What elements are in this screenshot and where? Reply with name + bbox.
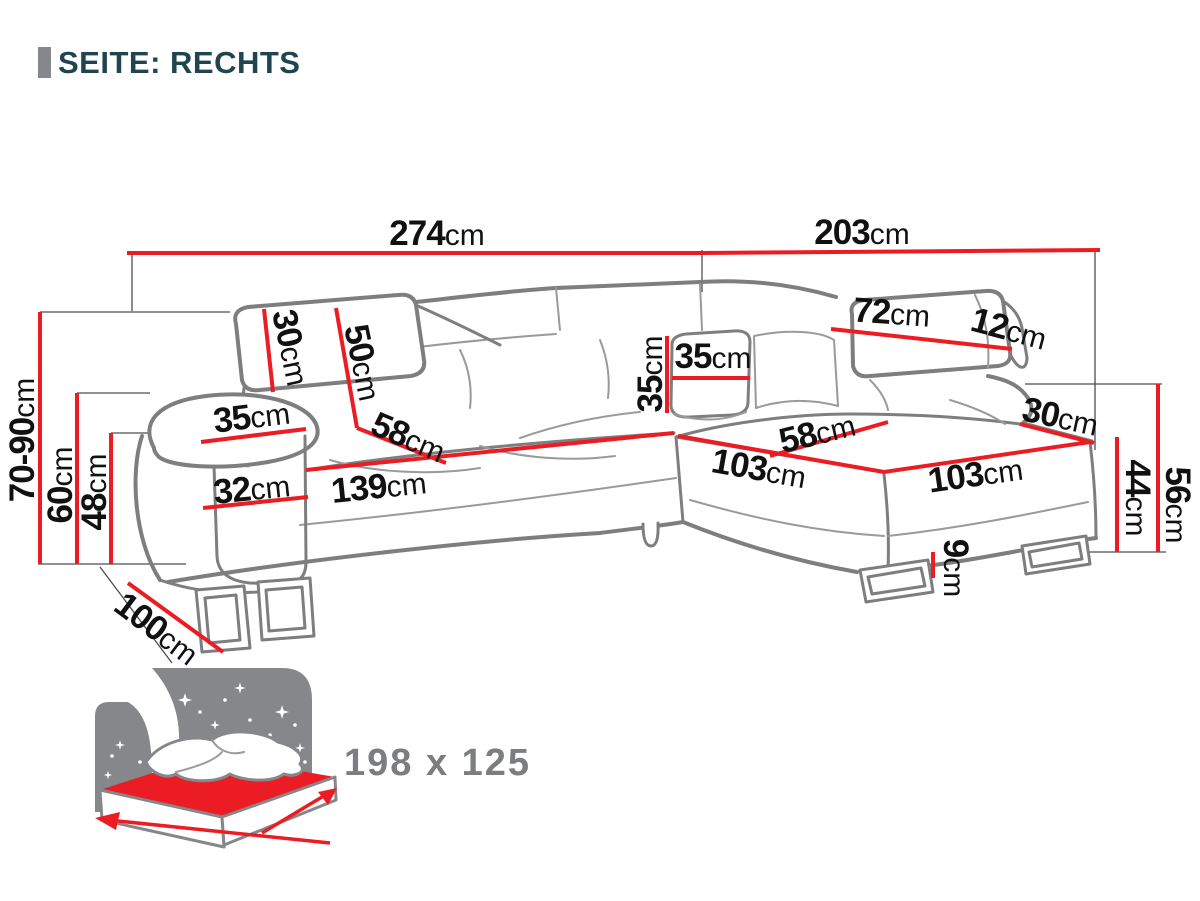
dim-line-armrest-top [200, 427, 307, 444]
page-title: SEITE: RECHTS [58, 45, 300, 80]
dim-line-seat-width-left [305, 431, 675, 472]
dim-label-armrest-side: 32cm [212, 465, 293, 512]
width-arrow-icon [261, 788, 337, 835]
dim-line-backrest-left [334, 307, 359, 429]
dim-label-back-edge-right: 30cm [1019, 390, 1102, 444]
dim-label-backrest-left: 50cm [336, 321, 390, 404]
dimension-lines [38, 248, 1160, 654]
bed-size-label: 198 x 125 [344, 742, 531, 784]
dim-line-depth-front [126, 581, 225, 654]
dimension-labels: 274cm 203cm 70-90cm 60cm 48cm 30cm 50cm … [3, 213, 1197, 672]
bed-icon [95, 730, 338, 849]
dim-label-headrest-right: 72cm [852, 290, 931, 334]
dim-label-seat-width-left: 139cm [329, 462, 428, 511]
dim-label-height-seat-right: 44cm [1118, 460, 1157, 537]
sleep-function-icon: 198 x 125 [95, 668, 531, 849]
dim-label-armrest-top: 35cm [211, 393, 292, 441]
page-header: SEITE: RECHTS [38, 45, 300, 80]
dim-label-height-back-right: 56cm [1158, 467, 1197, 544]
dim-label-leg-height: 9cm [936, 539, 975, 597]
dim-line-headrest-right [830, 327, 1013, 351]
dim-label-chaise-left-edge: 103cm [709, 441, 810, 496]
dim-label-pillow-width: 35cm [675, 337, 752, 376]
chaise-seat [674, 412, 1092, 474]
dim-line-chaise-left-edge [677, 434, 885, 474]
left-armrest-pad [147, 392, 320, 469]
left-headrest [233, 292, 427, 393]
title-accent-bar [38, 47, 51, 78]
dim-label-chaise-right-edge: 103cm [925, 449, 1025, 501]
right-headrest [849, 288, 1013, 379]
dim-line-total-width-right [701, 248, 1101, 255]
dim-label-height-seat: 48cm [75, 454, 114, 531]
dim-line-armrest-side [202, 495, 309, 510]
dim-line-seat-depth-right [769, 420, 889, 458]
dim-label-pillow-height: 35cm [631, 336, 670, 413]
dim-label-headrest-left: 30cm [264, 306, 318, 389]
length-arrow-icon [95, 812, 331, 845]
dim-label-total-width-right: 203cm [814, 213, 909, 252]
sofa-drawing [133, 279, 1098, 654]
sofa-legs [194, 521, 1092, 654]
dim-label-total-width-left: 274cm [389, 214, 484, 253]
dim-line-chaise-right-edge [883, 440, 1091, 474]
dim-label-height-adjustable: 70-90cm [3, 378, 42, 503]
dim-line-headrest-left [262, 308, 275, 393]
dim-label-height-arm: 60cm [41, 447, 80, 524]
dim-line-back-edge-right [1019, 422, 1095, 445]
